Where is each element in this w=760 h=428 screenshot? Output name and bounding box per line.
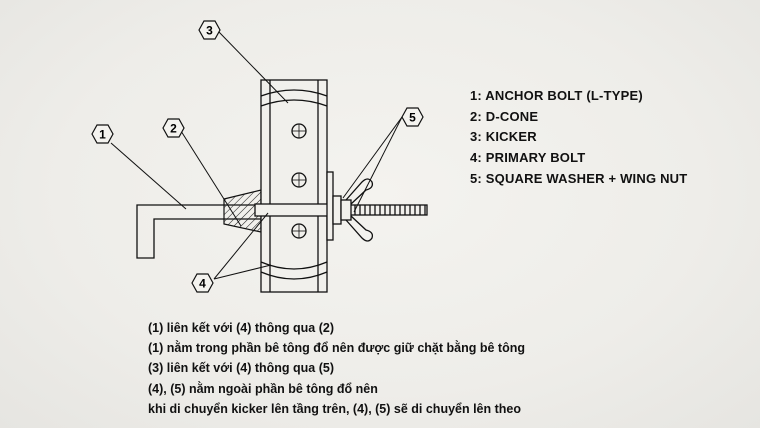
callout-4: 4 xyxy=(191,273,214,293)
callout-2: 2 xyxy=(162,118,185,138)
kicker-shape xyxy=(260,79,328,293)
washer-wing-nut-shape xyxy=(332,178,374,242)
legend-item-primary-bolt: 4: PRIMARY BOLT xyxy=(470,150,586,166)
svg-text:2: 2 xyxy=(170,122,177,136)
callout-3: 3 xyxy=(198,20,221,40)
legend-item-washer-wing-nut: 5: SQUARE WASHER + WING NUT xyxy=(470,170,688,186)
note-line: (3) liên kết với (4) thông qua (5) xyxy=(148,361,334,376)
note-line: (1) nằm trong phần bê tông đổ nên được g… xyxy=(148,341,525,356)
callout-5: 5 xyxy=(401,107,424,127)
svg-text:5: 5 xyxy=(409,111,416,125)
anchor-bolt-shape xyxy=(136,204,263,259)
note-line: (1) liên kết với (4) thông qua (2) xyxy=(148,321,334,335)
legend-item-d-cone: 2: D-CONE xyxy=(470,108,539,124)
note-line: (4), (5) nằm ngoài phần bê tông đổ nên xyxy=(148,381,378,396)
callout-1: 1 xyxy=(91,124,114,144)
legend-item-anchor-bolt: 1: ANCHOR BOLT (L-TYPE) xyxy=(470,88,643,103)
parts-legend: 1: ANCHOR BOLT (L-TYPE) 2: D-CONE 3: KIC… xyxy=(470,86,687,190)
svg-text:1: 1 xyxy=(99,128,106,142)
svg-text:4: 4 xyxy=(199,277,206,291)
note-line: khi di chuyển kicker lên tầng trên, (4),… xyxy=(148,401,522,416)
leader-lines xyxy=(110,30,403,280)
legend-item-kicker: 3: KICKER xyxy=(470,129,537,145)
explanation-notes: (1) liên kết với (4) thông qua (2) (1) n… xyxy=(148,318,525,419)
svg-text:3: 3 xyxy=(206,24,213,38)
